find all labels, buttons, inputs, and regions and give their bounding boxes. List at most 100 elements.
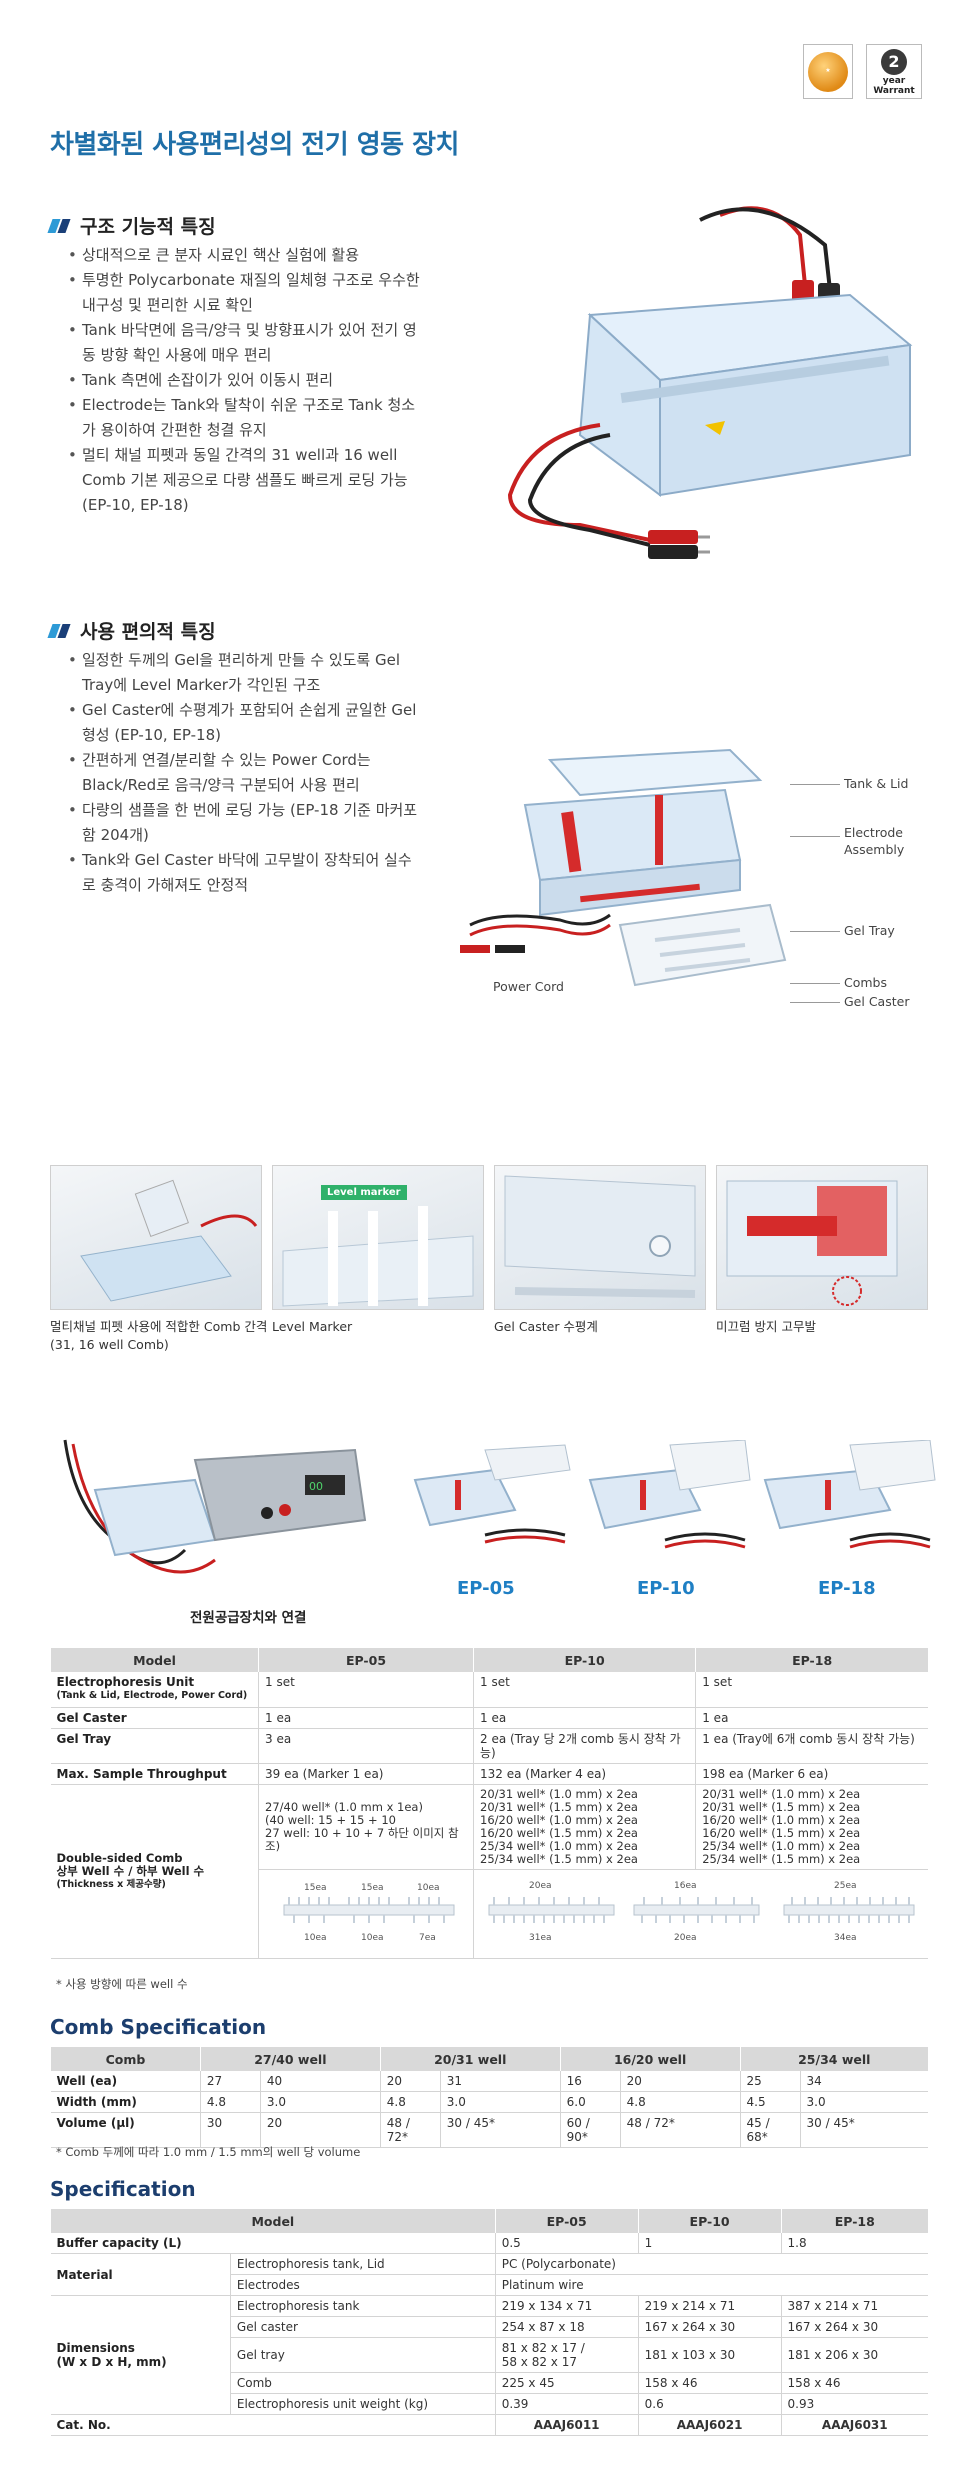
table-cell: 158 x 46 xyxy=(637,2372,782,2394)
comb-line: 25/34 well* (1.5 mm) x 2ea xyxy=(702,1851,861,1866)
table-cell: 4.5 xyxy=(739,2091,800,2113)
warranty-years: 2 xyxy=(881,49,907,75)
table-row: Well (ea) 27 40 20 31 16 20 25 34 xyxy=(50,2071,928,2092)
section-mark-icon xyxy=(50,624,70,638)
comb-line: 25/34 well* (1.0 mm) x 2ea xyxy=(480,1838,638,1853)
comb-top-label: 25ea xyxy=(834,1881,857,1891)
table-cell: 1.8 xyxy=(780,2233,928,2254)
level-marker-photo: Level marker xyxy=(272,1165,484,1310)
row-label: (Thickness x 제공수량) xyxy=(56,1878,166,1890)
table-cell: 48 / 72* xyxy=(379,2112,441,2148)
comb-bottom-label: 10ea xyxy=(304,1933,327,1943)
row-label: Width (mm) xyxy=(50,2091,201,2113)
callout-gel-tray: Gel Tray xyxy=(844,923,895,938)
row-sublabel: Comb xyxy=(229,2372,496,2394)
callout-line xyxy=(790,931,840,932)
comb-top-label: 15ea xyxy=(304,1883,327,1893)
table-cell: 167 x 264 x 30 xyxy=(780,2316,928,2338)
callout-line xyxy=(790,836,840,837)
comb-head: 27/40 well xyxy=(199,2047,381,2071)
callout-line xyxy=(790,1002,840,1003)
comb-bottom-label: 7ea xyxy=(419,1933,436,1943)
comb-line: 20/31 well* (1.5 mm) x 2ea xyxy=(702,1799,861,1814)
spec-table: Model EP-05 EP-10 EP-18 Buffer capacity … xyxy=(50,2209,928,2436)
compare-head-ep18: EP-18 xyxy=(695,1648,928,1672)
list-item: 투명한 Polycarbonate 재질의 일체형 구조로 우수한 내구성 및 … xyxy=(64,268,424,318)
structure-heading-text: 구조 기능적 특징 xyxy=(80,216,216,238)
table-row: Cat. No. AAAJ6011 AAAJ6021 AAAJ6031 xyxy=(50,2414,928,2436)
comb-line: 25/34 well* (1.0 mm) x 2ea xyxy=(702,1838,861,1853)
model-label-ep18: EP-18 xyxy=(818,1578,876,1599)
compare-head-ep10: EP-10 xyxy=(472,1648,696,1672)
comb-spec-table: Comb 27/40 well 20/31 well 16/20 well 25… xyxy=(50,2047,928,2148)
comb-top-label: 15ea xyxy=(361,1883,384,1893)
table-row: 15ea 15ea 10ea 10ea 10ea 7ea 20ea 16ea xyxy=(51,1869,928,1959)
comb-head: 16/20 well xyxy=(559,2047,741,2071)
callout-electrode-1: Electrode xyxy=(844,825,903,840)
comb-line: 25/34 well* (1.5 mm) x 2ea xyxy=(480,1851,638,1866)
table-row: Max. Sample Throughput 39 ea (Marker 1 e… xyxy=(50,1763,928,1785)
level-marker-tag: Level marker xyxy=(321,1185,407,1200)
table-cell: 30 xyxy=(199,2112,261,2148)
table-row: Width (mm) 4.8 3.0 4.8 3.0 6.0 4.8 4.5 3… xyxy=(50,2091,928,2113)
row-label: Well (ea) xyxy=(50,2071,201,2092)
table-cell: 45 / 68* xyxy=(739,2112,800,2148)
table-cell: 219 x 134 x 71 xyxy=(494,2295,639,2317)
callout-line xyxy=(790,784,840,785)
row-sublabel: (Tank & Lid, Electrode, Power Cord) xyxy=(56,1690,248,1701)
comb-spec-title: Comb Specification xyxy=(50,2015,267,2039)
comb-line: (40 well: 15 + 15 + 10 xyxy=(265,1812,396,1827)
callout-gel-caster: Gel Caster xyxy=(844,994,910,1009)
table-cell: 132 ea (Marker 4 ea) xyxy=(472,1763,696,1785)
comb-spacing-photo xyxy=(50,1165,262,1310)
row-sublabel: Electrophoresis unit weight (kg) xyxy=(229,2393,496,2415)
row-label: Volume (μl) xyxy=(50,2112,201,2148)
row-sublabel: Electrodes xyxy=(229,2274,496,2296)
row-label: Cat. No. xyxy=(50,2414,496,2436)
convenience-heading: 사용 편의적 특징 xyxy=(50,617,216,644)
table-cell: 4.8 xyxy=(379,2091,441,2113)
table-cell: Platinum wire xyxy=(494,2274,928,2296)
section-mark-icon xyxy=(50,219,70,233)
table-row: Comb 225 x 45 158 x 46 158 x 46 xyxy=(51,2372,928,2394)
table-row: Electrodes Platinum wire xyxy=(51,2274,928,2296)
comb-bottom-label: 10ea xyxy=(361,1933,384,1943)
table-row: Gel Tray 3 ea 2 ea (Tray 당 2개 comb 동시 장착… xyxy=(50,1728,928,1764)
comb-line: 16/20 well* (1.0 mm) x 2ea xyxy=(702,1812,861,1827)
convenience-list: 일정한 두께의 Gel을 편리하게 만들 수 있도록 Gel Tray에 Lev… xyxy=(64,648,424,898)
table-cell: 3 ea xyxy=(258,1728,474,1764)
table-cell: 181 x 103 x 30 xyxy=(637,2337,782,2373)
table-cell: 387 x 214 x 71 xyxy=(780,2295,928,2317)
row-label: Buffer capacity (L) xyxy=(50,2233,496,2254)
callout-tank-lid: Tank & Lid xyxy=(844,776,909,791)
table-cell: 198 ea (Marker 6 ea) xyxy=(695,1763,928,1785)
comb-line: 16/20 well* (1.5 mm) x 2ea xyxy=(480,1825,638,1840)
table-cell: 27 xyxy=(199,2071,261,2092)
row-label: Gel Tray xyxy=(50,1728,259,1764)
table-cell: 30 / 45* xyxy=(799,2112,928,2148)
row-label: (W x D x H, mm) xyxy=(56,2355,167,2369)
callout-power-cord: Power Cord xyxy=(493,979,564,994)
list-item: Electrode는 Tank와 탈착이 쉬운 구조로 Tank 청소가 용이하… xyxy=(64,393,424,443)
table-cell: 2 ea (Tray 당 2개 comb 동시 장착 가능) xyxy=(472,1728,696,1764)
ep10-ep18-comb-diagram: 20ea 16ea 25ea 31ea 20ea xyxy=(473,1869,928,1959)
table-row: Volume (μl) 30 20 48 / 72* 30 / 45* 60 /… xyxy=(50,2112,928,2148)
spec-head: EP-05 xyxy=(494,2209,639,2233)
warranty-label-1: year xyxy=(882,76,906,86)
table-cell: 3.0 xyxy=(259,2091,381,2113)
list-item: Tank 바닥면에 음극/양극 및 방향표시가 있어 전기 영동 방향 확인 사… xyxy=(64,318,424,368)
ep05-comb-diagram: 15ea 15ea 10ea 10ea 10ea 7ea xyxy=(258,1869,474,1959)
table-cell: 1 set xyxy=(258,1672,474,1708)
table-cell: 3.0 xyxy=(439,2091,561,2113)
row-sublabel: Gel tray xyxy=(229,2337,496,2373)
caption-line: 멀티채널 피펫 사용에 적합한 Comb 간격 xyxy=(50,1319,268,1334)
table-cell: 254 x 87 x 18 xyxy=(494,2316,639,2338)
compare-head-ep05: EP-05 xyxy=(258,1648,474,1672)
table-cell: AAAJ6021 xyxy=(637,2414,782,2436)
warranty-label-2: Warrant xyxy=(873,86,915,96)
row-sublabel: Electrophoresis tank, Lid xyxy=(229,2253,496,2275)
table-cell: 20 xyxy=(619,2071,741,2092)
page-title: 차별화된 사용편리성의 전기 영동 장치 xyxy=(50,130,459,160)
row-sublabel: Gel caster xyxy=(229,2316,496,2338)
svg-text:00: 00 xyxy=(309,1480,323,1493)
